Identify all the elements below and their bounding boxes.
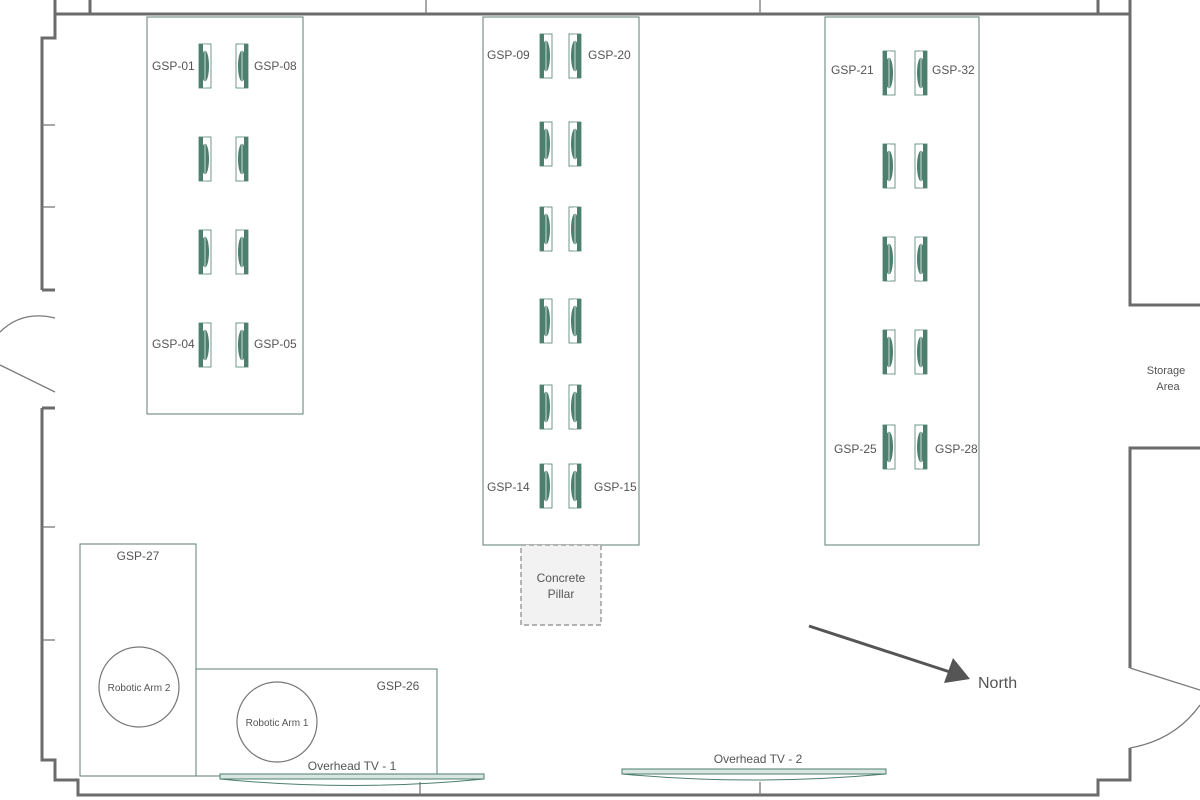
- label-gsp-08: GSP-08: [254, 59, 297, 73]
- label-gsp-21: GSP-21: [831, 63, 874, 77]
- tv-1-label: Overhead TV - 1: [308, 759, 397, 773]
- label-gsp-20: GSP-20: [588, 48, 631, 62]
- storage-label-line2: Area: [1156, 381, 1180, 393]
- concrete-pillar: Concrete Pillar: [520, 544, 602, 626]
- tv-2-label: Overhead TV - 2: [714, 752, 803, 766]
- island-right: [824, 16, 980, 546]
- workstation-icon: [914, 424, 928, 470]
- label-gsp-26: GSP-26: [377, 679, 420, 693]
- workstation-icon: [539, 121, 553, 167]
- workstation-icon: [914, 329, 928, 375]
- workstation-icon: [235, 43, 249, 89]
- label-gsp-25: GSP-25: [834, 442, 877, 456]
- robot-zone: GSP-27 GSP-26 Robotic Arm 2 Robotic Arm …: [79, 543, 438, 777]
- workstation-icon: [539, 206, 553, 252]
- workstation-icon: [539, 463, 553, 509]
- workstation-icon: [882, 143, 896, 189]
- left-door[interactable]: [0, 288, 56, 410]
- workstation-icon: [568, 298, 582, 344]
- workstation-icon: [914, 236, 928, 282]
- workstation-icon: [198, 43, 212, 89]
- label-gsp-28: GSP-28: [935, 442, 978, 456]
- workstation-icon: [539, 33, 553, 79]
- label-gsp-27: GSP-27: [117, 549, 160, 563]
- workstation-icon: [235, 136, 249, 182]
- island-left: [146, 16, 304, 415]
- right-wall-lower: [1128, 446, 1200, 668]
- workstation-icon: [539, 384, 553, 430]
- top-wall: [53, 0, 1132, 16]
- robotic-arm-2: [98, 646, 180, 728]
- workstation-icon: [882, 329, 896, 375]
- workstation-icon: [568, 463, 582, 509]
- label-gsp-05: GSP-05: [254, 337, 297, 351]
- robotic-arm-1-label: Robotic Arm 1: [246, 718, 309, 729]
- pillar-label-line1: Concrete: [537, 571, 586, 585]
- north-arrow-icon: [944, 658, 970, 683]
- robotic-arm-2-label: Robotic Arm 2: [108, 683, 171, 694]
- overhead-tv-2: Overhead TV - 2: [621, 752, 887, 781]
- workstation-icon: [568, 384, 582, 430]
- walls: [40, 0, 1200, 797]
- label-gsp-09: GSP-09: [487, 48, 530, 62]
- workstation-icon: [235, 229, 249, 275]
- island-middle: [482, 16, 640, 546]
- workstation-icon: [235, 322, 249, 368]
- north-compass: North: [808, 624, 1017, 692]
- north-label: North: [978, 675, 1017, 692]
- storage-label-line1: Storage: [1147, 365, 1186, 377]
- workstation-icon: [198, 229, 212, 275]
- label-gsp-32: GSP-32: [932, 63, 975, 77]
- workstation-icon: [914, 143, 928, 189]
- workstation-icon: [882, 50, 896, 96]
- label-gsp-04: GSP-04: [152, 337, 195, 351]
- top-wall-left-notch: [40, 14, 57, 290]
- pillar-label-line2: Pillar: [548, 587, 575, 601]
- right-door[interactable]: [1129, 667, 1200, 749]
- robotic-arm-1: [236, 681, 318, 763]
- storage-area: Storage Area: [1147, 365, 1186, 393]
- right-wall-upper: [1128, 14, 1200, 307]
- overhead-tv-1: Overhead TV - 1: [219, 759, 485, 786]
- workstation-icon: [198, 136, 212, 182]
- workstation-icon: [568, 121, 582, 167]
- workstation-icon: [198, 322, 212, 368]
- workstation-icon: [882, 236, 896, 282]
- label-gsp-15: GSP-15: [594, 480, 637, 494]
- station-labels: GSP-01 GSP-08 GSP-04 GSP-05 GSP-09 GSP-2…: [152, 48, 978, 494]
- label-gsp-01: GSP-01: [152, 59, 195, 73]
- workstation-icon: [882, 424, 896, 470]
- workstation-icon: [568, 206, 582, 252]
- label-gsp-14: GSP-14: [487, 480, 530, 494]
- workstation-icon: [539, 298, 553, 344]
- workstation-icon: [568, 33, 582, 79]
- left-wall-lower: [40, 408, 1132, 797]
- workstation-icon: [914, 50, 928, 96]
- wall-ticks: [42, 0, 761, 795]
